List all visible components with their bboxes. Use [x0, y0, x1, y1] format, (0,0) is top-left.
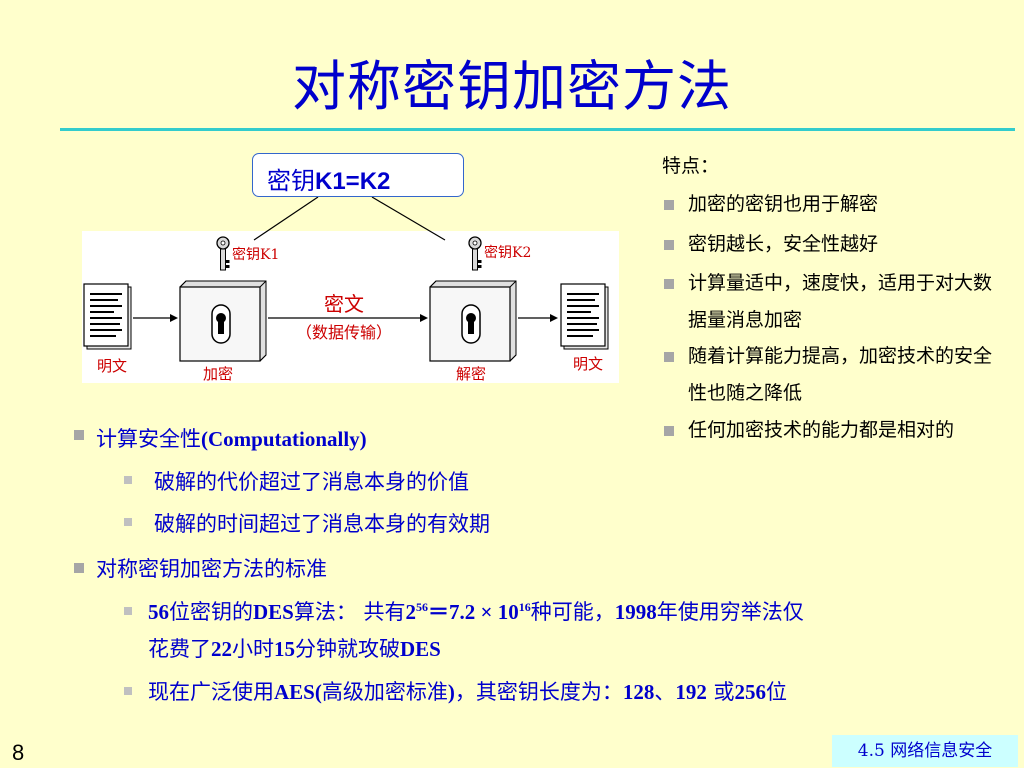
- plaintext-document-left-icon: [83, 283, 132, 350]
- plaintext-right-label: 明文: [573, 355, 603, 373]
- square-bullet-icon: [664, 279, 674, 289]
- features-title: 特点：: [662, 155, 720, 177]
- square-bullet-icon: [124, 476, 132, 484]
- ciphertext-label: 密文: [324, 292, 364, 316]
- plaintext-document-right-icon: [560, 283, 609, 350]
- square-bullet-icon: [664, 200, 674, 210]
- standards-heading: 对称密钥加密方法的标准: [96, 557, 327, 581]
- title-divider: [60, 128, 1015, 131]
- key-equality-label: 密钥K1=K2: [267, 167, 391, 195]
- square-bullet-icon: [664, 426, 674, 436]
- key1-label: 密钥K1: [232, 246, 279, 263]
- page-title: 对称密钥加密方法: [292, 55, 732, 118]
- page-number: 8: [12, 740, 25, 765]
- encrypt-label: 加密: [203, 365, 233, 383]
- des-line-2: 花费了22小时15分钟就攻破DES: [148, 637, 441, 661]
- square-bullet-icon: [664, 240, 674, 250]
- decrypt-label: 解密: [456, 365, 486, 383]
- diagram-panel: [82, 231, 619, 383]
- key-equality-box: 密钥K1=K2: [252, 153, 464, 197]
- square-bullet-icon: [124, 518, 132, 526]
- key1-icon: [216, 236, 230, 271]
- decrypt-box-icon: [429, 280, 517, 362]
- encrypt-box-icon: [179, 280, 267, 362]
- security-heading: 计算安全性(Computationally): [96, 427, 367, 451]
- plaintext-left-label: 明文: [97, 357, 127, 375]
- security-item: 破解的时间超过了消息本身的有效期: [154, 512, 490, 536]
- square-bullet-icon: [74, 430, 84, 440]
- square-bullet-icon: [74, 563, 84, 573]
- square-bullet-icon: [124, 607, 132, 615]
- key-connector-left: [253, 196, 319, 241]
- aes-line: 现在广泛使用AES(高级加密标准)，其密钥长度为：128、192 或256位: [148, 680, 788, 704]
- key-connector-right: [371, 196, 446, 241]
- key2-label: 密钥K2: [484, 244, 531, 261]
- ciphertext-sublabel: （数据传输）: [296, 323, 392, 342]
- des-line-1: 56位密钥的DES算法： 共有256＝7.2 × 1016种可能，1998年使用…: [148, 600, 804, 624]
- security-item: 破解的代价超过了消息本身的价值: [154, 470, 469, 494]
- key2-icon: [468, 236, 482, 271]
- footer-section-label: 4.5 网络信息安全: [832, 735, 1018, 767]
- square-bullet-icon: [664, 352, 674, 362]
- square-bullet-icon: [124, 687, 132, 695]
